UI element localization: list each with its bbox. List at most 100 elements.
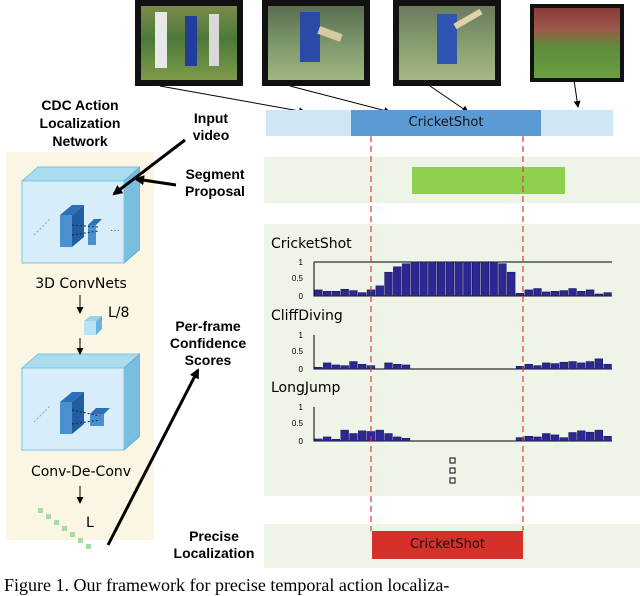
confidence-bar — [577, 430, 586, 442]
confidence-bar — [384, 433, 393, 442]
confidence-bar — [515, 366, 525, 370]
confidence-bar — [507, 271, 516, 297]
timeline-segment-label: CricketShot — [408, 115, 484, 130]
confidence-scores-label: Per-frame Confidence Scores — [169, 318, 247, 368]
ellipsis-dot — [449, 477, 456, 484]
video-frame-3 — [393, 0, 501, 86]
cdc-cube — [20, 353, 140, 452]
confidence-bar — [568, 361, 577, 370]
length-label: L — [86, 515, 94, 531]
confidence-bar — [445, 261, 454, 297]
input-video-label: Input video — [192, 110, 230, 143]
confidence-bar — [515, 437, 525, 442]
tick-label: 1 — [299, 331, 304, 340]
confidence-bar — [559, 361, 568, 370]
confidence-bar — [524, 363, 533, 370]
chart-axis — [313, 335, 612, 370]
precise-localization-label: Precise Localization — [173, 528, 255, 561]
segment-proposal-label: Segment Proposal — [185, 166, 245, 199]
confidence-bar — [384, 271, 393, 297]
chart-title-cricketshot: CricketShot — [271, 236, 352, 252]
confidence-bar — [594, 293, 603, 297]
confidence-bar — [489, 261, 498, 297]
confidence-bar — [480, 261, 490, 297]
confidence-bar — [577, 362, 586, 370]
confidence-bar — [585, 431, 595, 442]
confidence-bar — [463, 261, 472, 297]
confidence-bar — [550, 363, 560, 370]
confidence-bar — [542, 362, 551, 370]
confidence-bar — [542, 433, 551, 442]
confidence-bar — [594, 358, 603, 370]
tick-label: 0 — [299, 437, 304, 446]
video-frame-2 — [262, 0, 370, 86]
svg-text:···: ··· — [110, 225, 120, 236]
confidence-bar — [331, 439, 341, 442]
confidence-bar — [524, 435, 533, 442]
confidence-bar — [331, 364, 341, 370]
confidence-bar — [401, 364, 411, 370]
localization-result-bar: CricketShot — [372, 531, 523, 559]
confidence-bar — [384, 362, 393, 370]
confidence-bar — [559, 290, 568, 297]
localization-result-label: CricketShot — [410, 537, 485, 552]
ellipsis-dot — [449, 467, 456, 474]
confidence-bar — [454, 261, 463, 297]
tick-label: 1 — [299, 403, 304, 412]
confidence-bar — [419, 261, 428, 297]
confidence-bar — [550, 290, 560, 297]
confidence-bar — [568, 288, 577, 297]
confidence-bar — [401, 263, 411, 297]
confidence-bar — [533, 365, 542, 370]
confidence-bar — [603, 363, 612, 370]
confidence-bar — [603, 292, 612, 297]
feature-cube — [84, 316, 102, 335]
confidence-bar — [515, 293, 525, 297]
confidence-bar — [533, 288, 542, 297]
confidence-bar — [524, 289, 533, 297]
chart-cricketshot — [313, 261, 612, 297]
confidence-bar — [428, 261, 437, 297]
confidence-bar — [323, 290, 332, 297]
video-frame-4 — [530, 4, 624, 82]
tick-label: 0 — [299, 292, 304, 301]
tick-label: 0.5 — [292, 347, 304, 356]
confidence-bar — [393, 363, 402, 370]
confidence-bar — [559, 437, 568, 442]
video-frame-1 — [135, 0, 243, 86]
confidence-bar — [498, 263, 507, 297]
confidence-bar — [314, 438, 323, 442]
confidence-bar — [542, 291, 551, 297]
tick-label: 0 — [299, 365, 304, 374]
confidence-bar — [358, 430, 367, 442]
segment-proposal-bar — [412, 167, 565, 194]
chart-title-longjump: LongJump — [271, 380, 341, 396]
confidence-bar — [349, 361, 358, 370]
confidence-bar — [340, 429, 349, 442]
figure-caption: Figure 1. Our framework for precise temp… — [4, 575, 450, 595]
convnets-label: 3D ConvNets — [35, 276, 127, 292]
confidence-bar — [401, 438, 411, 442]
tick-label: 1 — [299, 258, 304, 267]
confidence-bar — [472, 261, 481, 297]
confidence-bar — [375, 285, 384, 297]
network-title: CDC Action Localization Network — [39, 97, 121, 149]
confidence-bar — [393, 436, 402, 442]
confidence-bar — [585, 289, 595, 297]
confidence-bar — [550, 434, 560, 442]
confidence-bar — [577, 290, 586, 297]
confidence-bar — [349, 433, 358, 442]
confidence-bar — [340, 288, 349, 297]
confidence-bar — [436, 261, 446, 297]
output-frames — [38, 508, 91, 549]
chart-title-cliffdiving: CliffDiving — [271, 308, 343, 324]
chart-cliffdiving — [313, 335, 612, 370]
confidence-bar — [568, 432, 577, 442]
confidence-bar — [533, 436, 542, 442]
cdc-label: Conv-De-Conv — [30, 464, 132, 480]
confidence-bar — [375, 429, 384, 442]
confidence-bar — [323, 362, 332, 370]
tick-label: 0.5 — [292, 274, 304, 283]
